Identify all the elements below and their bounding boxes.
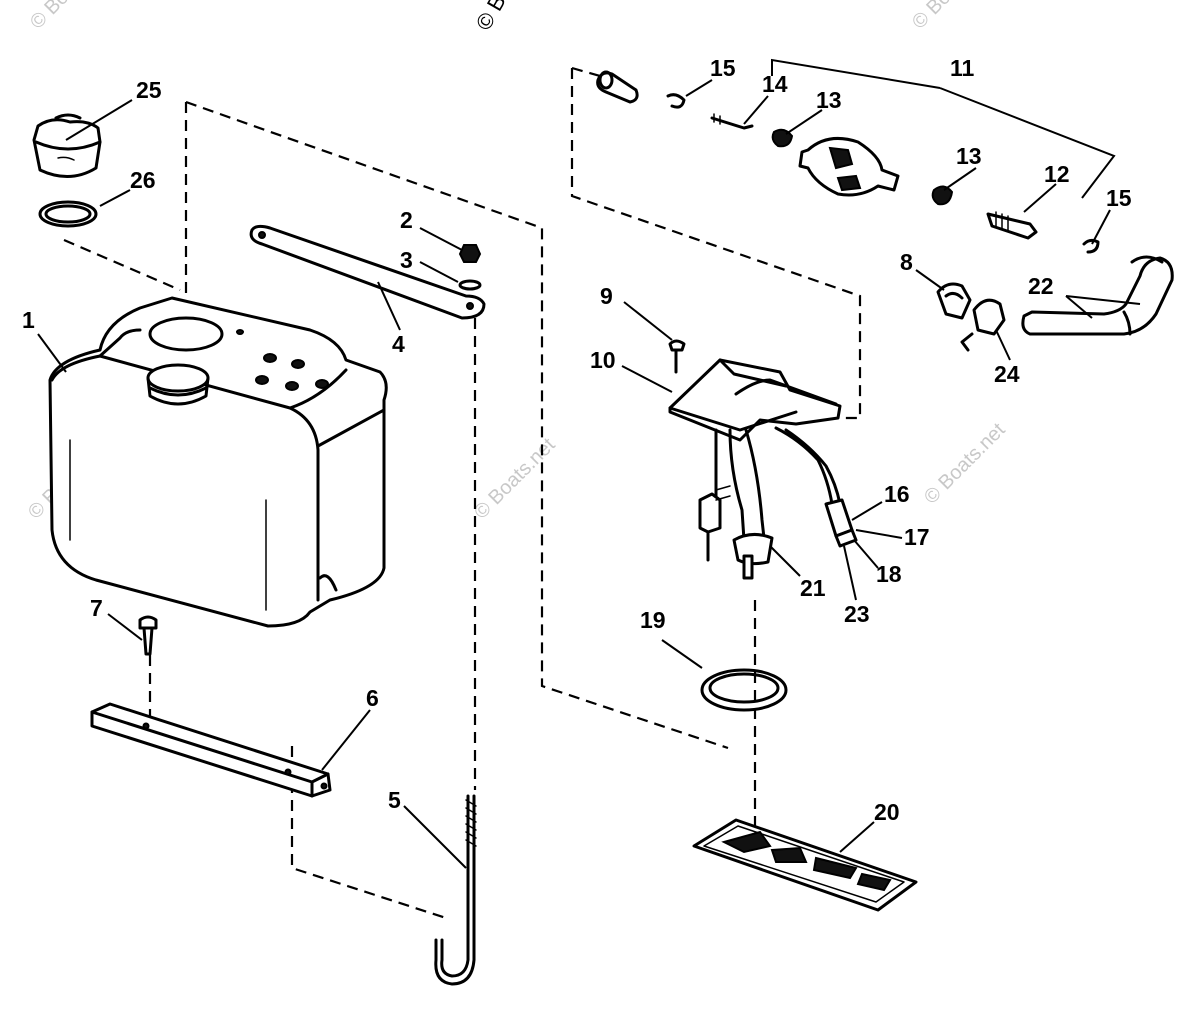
primer-bulb-assembly	[596, 70, 1100, 254]
leader-lines	[37, 58, 1141, 869]
callout-13-b: 13	[956, 143, 982, 169]
callout-12: 12	[1044, 161, 1070, 187]
callout-23: 23	[844, 601, 870, 627]
callout-24: 24	[994, 361, 1020, 387]
callout-21: 21	[800, 575, 826, 601]
callout-4: 4	[392, 331, 405, 357]
callout-25: 25	[136, 77, 162, 103]
pickup-screw	[668, 339, 686, 374]
callout-14: 14	[762, 71, 788, 97]
nut-and-washer	[458, 244, 482, 291]
fuel-tank	[48, 296, 388, 628]
callout-16: 16	[884, 481, 910, 507]
bracket-screw	[138, 615, 158, 656]
hold-down-strap	[249, 224, 486, 320]
callout-8: 8	[900, 249, 913, 275]
watermark-center: © Boats.net	[470, 434, 560, 524]
callout-22: 22	[1028, 273, 1054, 299]
callout-17: 17	[904, 524, 930, 550]
watermark-top-right: © Boats.net	[908, 0, 998, 34]
callout-10: 10	[590, 347, 616, 373]
callout-1: 1	[22, 307, 35, 333]
callout-15-b: 15	[1106, 185, 1132, 211]
callout-18: 18	[876, 561, 902, 587]
callout-7: 7	[90, 595, 103, 621]
watermark-top-left: © Boats.net	[26, 0, 116, 34]
callout-5: 5	[388, 787, 401, 813]
callouts: 1 2 3 4 5 6 7 8 9 10 11 12 13 13 14 15 1…	[22, 55, 1132, 825]
fuel-pickup-assembly	[668, 358, 842, 580]
mounting-bracket	[90, 702, 332, 798]
watermark-top-center: © Bo	[471, 0, 517, 35]
callout-6: 6	[366, 685, 379, 711]
callout-9: 9	[600, 283, 613, 309]
callout-15-a: 15	[710, 55, 736, 81]
callout-20: 20	[874, 799, 900, 825]
callout-11: 11	[950, 55, 975, 81]
fuel-hose	[1021, 255, 1174, 336]
callout-3: 3	[400, 247, 413, 273]
fuel-connectors	[936, 282, 1006, 352]
watermark-right: © Boats.net	[920, 419, 1010, 509]
callout-19: 19	[640, 607, 666, 633]
pickup-gasket	[700, 668, 788, 712]
callout-2: 2	[400, 207, 413, 233]
cap-gasket	[38, 200, 98, 228]
fuel-cap	[32, 113, 102, 178]
callout-26: 26	[130, 167, 156, 193]
j-bolt	[434, 794, 477, 986]
gauge-plate	[692, 818, 918, 912]
gauge-wires	[774, 426, 858, 548]
callout-13-a: 13	[816, 87, 842, 113]
